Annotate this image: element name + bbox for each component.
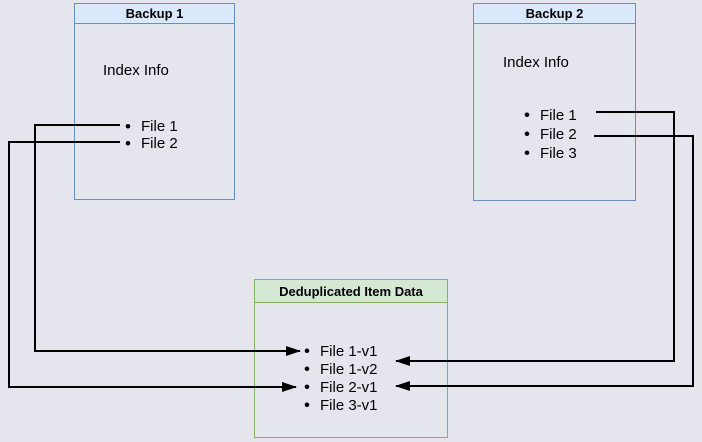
backup2-file-item: File 3 [524,144,577,163]
backup2-index-info-label: Index Info [503,54,569,71]
backup1-file-item: File 2 [125,135,178,152]
dedup-item-list: File 1-v1 File 1-v2 File 2-v1 File 3-v1 [304,343,378,415]
backup2-file-item: File 1 [524,106,577,125]
backup2-title: Backup 2 [474,4,635,24]
dedup-box: Deduplicated Item Data File 1-v1 File 1-… [254,279,448,438]
dedup-item: File 1-v2 [304,361,378,379]
backup1-index-info-label: Index Info [103,62,169,79]
dedup-item: File 3-v1 [304,397,378,415]
dedup-item: File 1-v1 [304,343,378,361]
backup1-title: Backup 1 [75,4,234,24]
backup1-box: Backup 1 Index Info File 1 File 2 [74,3,235,200]
backup1-file-list: File 1 File 2 [125,118,178,152]
backup2-file-list: File 1 File 2 File 3 [524,106,577,163]
backup1-file-item: File 1 [125,118,178,135]
backup2-box: Backup 2 Index Info File 1 File 2 File 3 [473,3,636,201]
dedup-item: File 2-v1 [304,379,378,397]
backup2-file-item: File 2 [524,125,577,144]
dedup-title: Deduplicated Item Data [255,280,447,303]
